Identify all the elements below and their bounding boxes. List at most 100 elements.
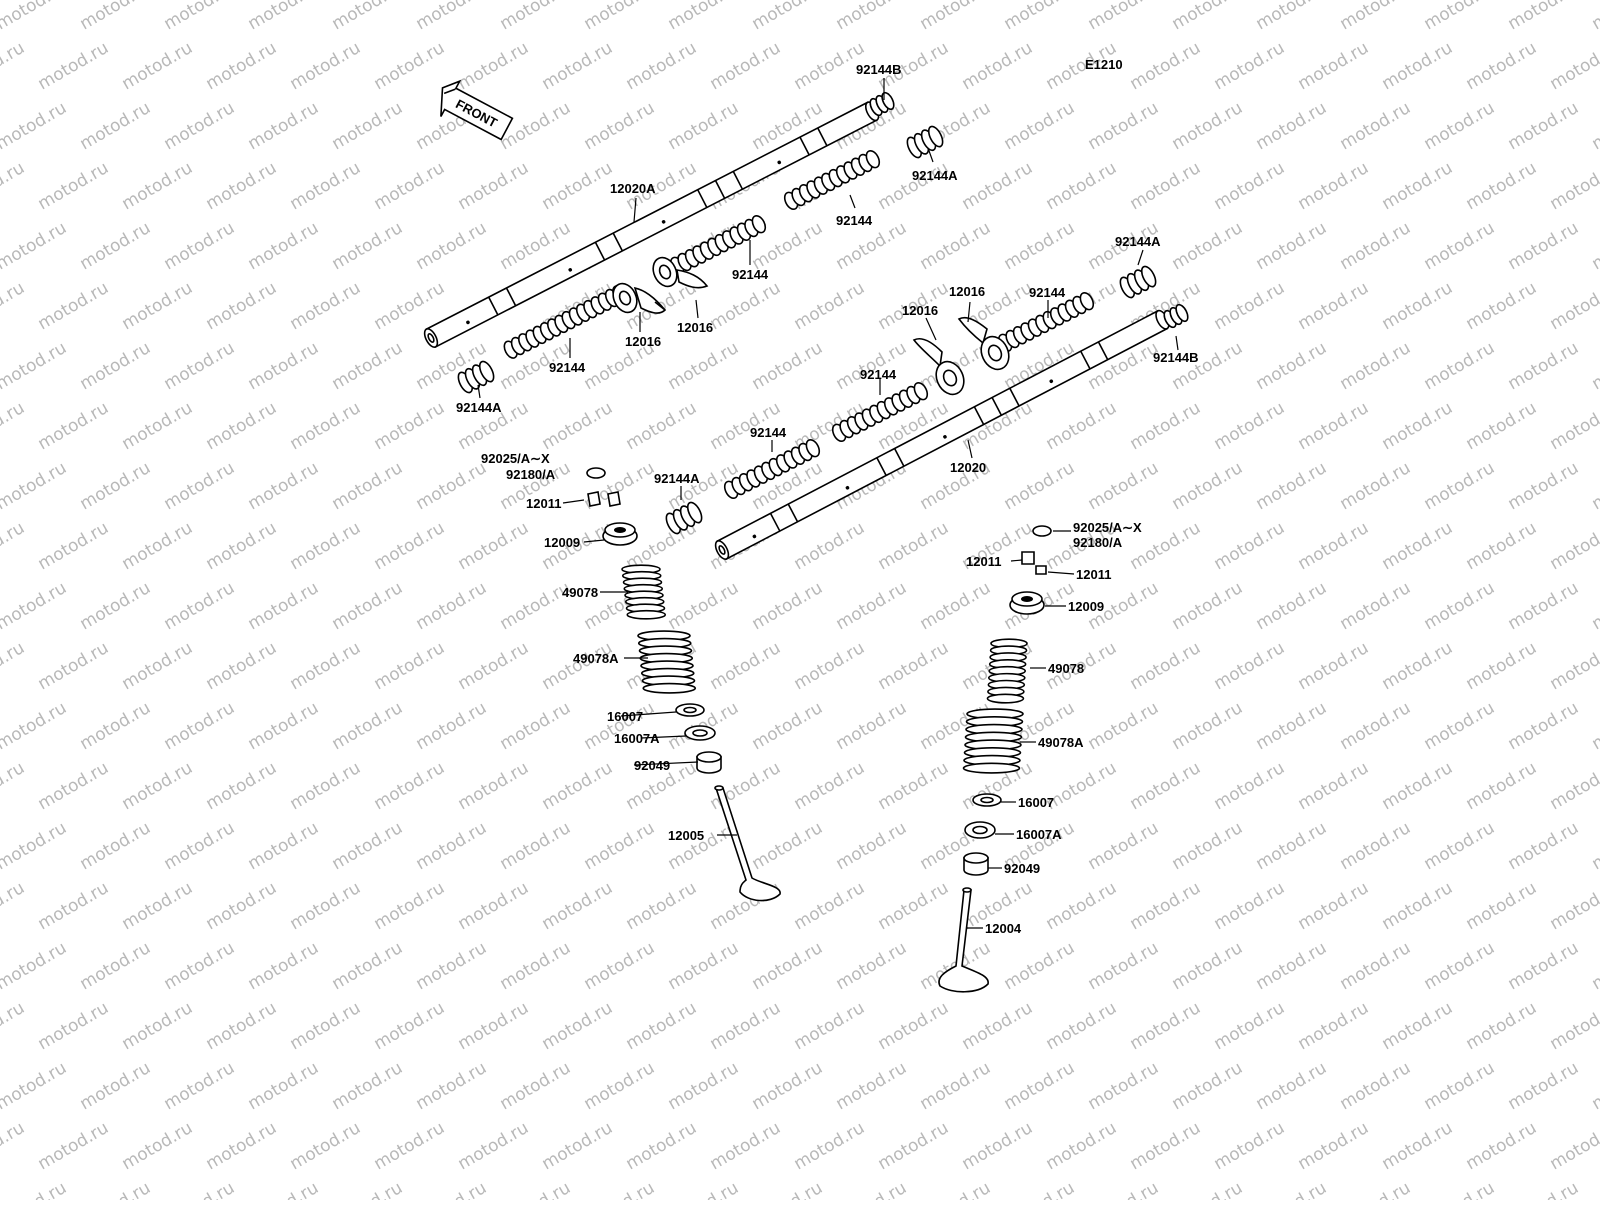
watermark-text: motod.ru (1001, 1178, 1079, 1200)
watermark-text: motod.ru (1211, 878, 1289, 934)
watermark-text: motod.ru (539, 398, 617, 454)
watermark-text: motod.ru (287, 158, 365, 214)
watermark-text: motod.ru (1337, 938, 1415, 994)
label-92144-f: 92144 (750, 425, 787, 440)
watermark-text: motod.ru (1463, 638, 1541, 694)
watermark-text: motod.ru (203, 638, 281, 694)
watermark-text: motod.ru (497, 818, 575, 874)
label-92180-left: 92180/A (506, 467, 556, 482)
watermark-text: motod.ru (1547, 38, 1600, 94)
watermark-text: motod.ru (1547, 398, 1600, 454)
watermark-text: motod.ru (1169, 98, 1247, 154)
label-92180-right: 92180/A (1073, 535, 1123, 550)
watermark-text: motod.ru (371, 878, 449, 934)
watermark-text: motod.ru (0, 938, 70, 994)
watermark-text: motod.ru (1253, 98, 1331, 154)
watermark-text: motod.ru (1589, 98, 1600, 154)
watermark-text: motod.ru (0, 818, 70, 874)
watermark-text: motod.ru (35, 758, 113, 814)
watermark-text: motod.ru (245, 1058, 323, 1114)
watermark-text: motod.ru (0, 218, 70, 274)
watermark-text: motod.ru (329, 218, 407, 274)
watermark-text: motod.ru (707, 38, 785, 94)
watermark-text: motod.ru (455, 38, 533, 94)
watermark-text: motod.ru (1421, 698, 1499, 754)
watermark-text: motod.ru (0, 0, 70, 34)
label-16007-right: 16007 (1018, 795, 1054, 810)
watermark-text: motod.ru (35, 278, 113, 334)
watermark-text: motod.ru (35, 1118, 113, 1174)
watermark-text: motod.ru (1337, 218, 1415, 274)
watermark-text: motod.ru (1337, 338, 1415, 394)
watermark-text: motod.ru (287, 278, 365, 334)
watermark-text: motod.ru (581, 0, 659, 34)
watermark-text: motod.ru (1085, 458, 1163, 514)
watermark-text: motod.ru (1253, 1058, 1331, 1114)
watermark-text: motod.ru (203, 878, 281, 934)
watermark-text: motod.ru (1463, 158, 1541, 214)
watermark-text: motod.ru (1127, 158, 1205, 214)
watermark-text: motod.ru (161, 218, 239, 274)
watermark-text: motod.ru (959, 998, 1037, 1054)
watermark-text: motod.ru (917, 1178, 995, 1200)
watermark-text: motod.ru (245, 818, 323, 874)
label-12016-b: 12016 (677, 320, 713, 335)
watermark-text: motod.ru (203, 158, 281, 214)
watermark-text: motod.ru (35, 398, 113, 454)
watermark-text: motod.ru (1505, 698, 1583, 754)
watermark-text: motod.ru (875, 1118, 953, 1174)
watermark-text: motod.ru (917, 218, 995, 274)
watermark-text: motod.ru (749, 578, 827, 634)
watermark-text: motod.ru (287, 878, 365, 934)
label-49078-left: 49078 (562, 585, 598, 600)
watermark-text: motod.ru (245, 98, 323, 154)
label-92049-right: 92049 (1004, 861, 1040, 876)
watermark-text: motod.ru (77, 338, 155, 394)
watermark-text: motod.ru (77, 218, 155, 274)
watermark-text: motod.ru (665, 0, 743, 34)
spring-92144A-right (1118, 264, 1159, 299)
watermark-text: motod.ru (707, 278, 785, 334)
watermark-text: motod.ru (455, 158, 533, 214)
watermark-text: motod.ru (1589, 1058, 1600, 1114)
watermark-text: motod.ru (119, 278, 197, 334)
watermark-text: motod.ru (623, 1118, 701, 1174)
watermark-text: motod.ru (1253, 338, 1331, 394)
watermark-text: motod.ru (1505, 98, 1583, 154)
watermark-text: motod.ru (1295, 878, 1373, 934)
watermark-text: motod.ru (791, 878, 869, 934)
spring-seat-16007A-right (965, 822, 995, 838)
watermark-text: motod.ru (371, 998, 449, 1054)
watermark-text: motod.ru (1085, 1178, 1163, 1200)
watermark-text: motod.ru (1421, 218, 1499, 274)
label-12020: 12020 (950, 460, 986, 475)
watermark-text: motod.ru (1463, 38, 1541, 94)
watermark-text: motod.ru (1379, 1118, 1457, 1174)
watermark-text: motod.ru (791, 998, 869, 1054)
watermark-text: motod.ru (1589, 338, 1600, 394)
watermark-text: motod.ru (0, 998, 28, 1054)
watermark-text: motod.ru (539, 158, 617, 214)
watermark-text: motod.ru (161, 1058, 239, 1114)
watermark-text: motod.ru (329, 1058, 407, 1114)
watermark-text: motod.ru (749, 698, 827, 754)
watermark-text: motod.ru (1169, 1058, 1247, 1114)
label-12004: 12004 (985, 921, 1022, 936)
watermark-text: motod.ru (1463, 998, 1541, 1054)
label-12009-left: 12009 (544, 535, 580, 550)
watermark-text: motod.ru (1169, 458, 1247, 514)
watermark-text: motod.ru (455, 638, 533, 694)
watermark-text: motod.ru (539, 878, 617, 934)
watermark-text: motod.ru (245, 938, 323, 994)
watermark-text: motod.ru (1589, 218, 1600, 274)
watermark-text: motod.ru (1043, 878, 1121, 934)
watermark-text: motod.ru (1085, 98, 1163, 154)
watermark-text: motod.ru (1295, 758, 1373, 814)
watermark-text: motod.ru (1253, 698, 1331, 754)
watermark-text: motod.ru (329, 938, 407, 994)
watermark-text: motod.ru (245, 338, 323, 394)
watermark-text: motod.ru (1547, 638, 1600, 694)
watermark-text: motod.ru (497, 1178, 575, 1200)
watermark-text: motod.ru (203, 1118, 281, 1174)
